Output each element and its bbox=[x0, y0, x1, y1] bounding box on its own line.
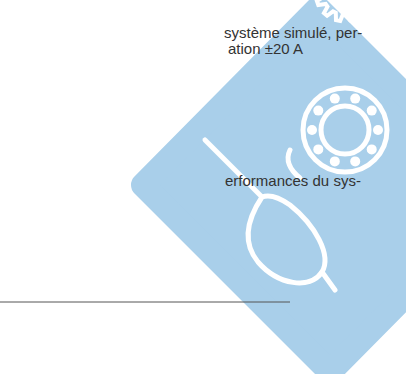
diamond-background bbox=[143, 8, 406, 372]
bearing-ball bbox=[307, 125, 317, 135]
gear-icon bbox=[316, 0, 370, 21]
bearing-icon bbox=[303, 88, 387, 172]
bearing-ball bbox=[373, 125, 383, 135]
bearing-ball bbox=[367, 144, 377, 154]
bearing-ball bbox=[313, 144, 323, 154]
bearing-ball bbox=[350, 94, 360, 104]
body-text: système simulé, per- bbox=[224, 24, 362, 42]
glasses-icon bbox=[205, 140, 335, 290]
rule-line bbox=[0, 302, 290, 303]
bearing-ball bbox=[330, 94, 340, 104]
body-text: ation ±20 A bbox=[228, 40, 303, 58]
gear-outline bbox=[316, 0, 370, 21]
bearing-ball bbox=[350, 156, 360, 166]
body-text: erformances du sys- bbox=[225, 172, 361, 190]
bearing-ball bbox=[313, 106, 323, 116]
bearing-ball bbox=[367, 106, 377, 116]
bearing-ball bbox=[330, 156, 340, 166]
